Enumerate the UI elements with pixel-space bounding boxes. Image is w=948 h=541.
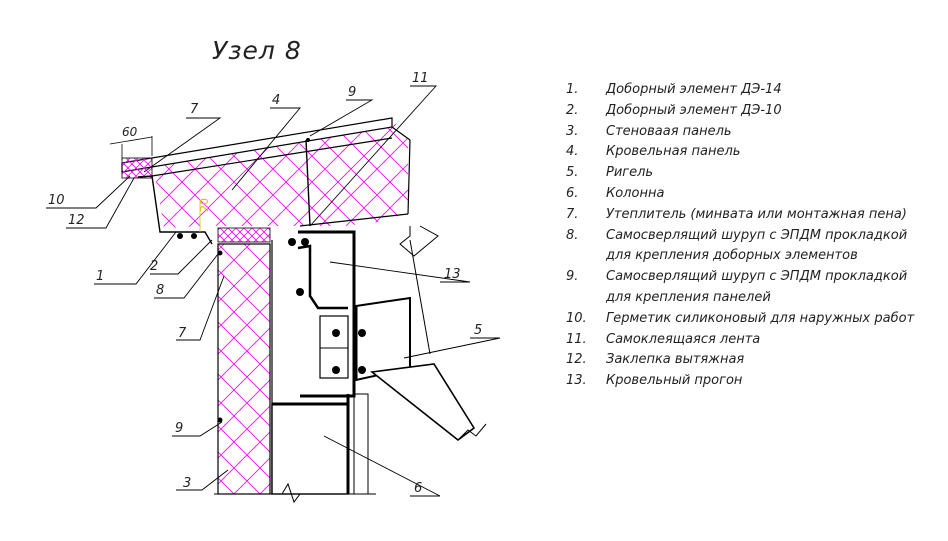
- legend-number: 4.: [566, 144, 579, 160]
- break-line-bottom: [214, 482, 376, 504]
- legend-number: 13.: [566, 373, 587, 389]
- callout-8: 8: [156, 283, 164, 298]
- callout-7-bottom: 7: [178, 326, 187, 341]
- callout-13: 13: [444, 267, 461, 282]
- legend-number: 8.: [566, 227, 579, 243]
- legend-number: 1.: [566, 82, 579, 97]
- legend-text: Самоклеящаяся лента: [606, 331, 761, 347]
- legend-item: 3. Стеноваая панель: [566, 122, 936, 143]
- legend-number: 9.: [566, 269, 579, 285]
- legend-number: 2.: [566, 102, 579, 118]
- callout-5: 5: [474, 323, 482, 338]
- legend-number: 10.: [566, 310, 587, 326]
- legend-number: 5.: [566, 165, 579, 181]
- legend-item: 13. Кровельный прогон: [566, 371, 936, 392]
- callout-12: 12: [68, 213, 85, 228]
- legend-number: 6.: [566, 185, 579, 201]
- callout-7-top: 7: [190, 102, 199, 117]
- dimension-60: 60: [109, 125, 153, 160]
- legend-item: 5. Ригель: [566, 163, 936, 184]
- drawing-title: Узел 8: [212, 36, 302, 65]
- callout-leaders: [46, 85, 501, 497]
- legend-text: Доборный элемент ДЭ-14: [606, 82, 782, 97]
- legend-item: 7. Утеплитель (минвата или монтажная пена…: [566, 205, 936, 226]
- insulation-top: [217, 227, 271, 243]
- callout-2: 2: [150, 259, 158, 274]
- legend-text: Стеноваая панель: [606, 123, 732, 139]
- legend-text: Колонна: [606, 185, 665, 201]
- legend-text: Заклепка вытяжная: [606, 352, 745, 368]
- callout-6: 6: [414, 481, 422, 496]
- rigel-beam: [354, 225, 487, 442]
- legend-item: 11. Самоклеящаяся лента: [566, 330, 936, 351]
- callout-1: 1: [96, 269, 104, 284]
- roof-purlin: [297, 230, 356, 398]
- legend-item: 2. Доборный элемент ДЭ-10: [566, 101, 936, 122]
- legend-item: 8. Самосверлящий шуруп с ЭПДМ прокладкой …: [566, 226, 936, 268]
- callout-numbers: 1 2 3 4 5 6 7 7 8 9 9 10 11 12 13: [48, 71, 482, 496]
- column: [271, 393, 369, 495]
- callout-10: 10: [48, 193, 65, 208]
- legend-number: 11.: [566, 331, 587, 347]
- legend-text: Доборный элемент ДЭ-10: [606, 102, 782, 118]
- legend-text: Утеплитель (минвата или монтажная пена): [606, 206, 907, 222]
- legend-number: 3.: [566, 123, 579, 139]
- callout-3: 3: [183, 476, 191, 491]
- legend: 1. Доборный элемент ДЭ-14 2. Доборный элеме…: [566, 80, 936, 392]
- callout-11: 11: [412, 71, 429, 86]
- legend-item: 1. Доборный элемент ДЭ-14: [566, 80, 936, 101]
- legend-number: 7.: [566, 206, 579, 222]
- legend-item: 10. Герметик силиконовый для наружных раб…: [566, 309, 936, 330]
- insulation-roof-edge: [121, 157, 153, 179]
- legend-item: 12. Заклепка вытяжная: [566, 350, 936, 371]
- legend-item: 9. Самосверлящий шуруп с ЭПДМ прокладкой …: [566, 267, 936, 309]
- legend-text: Кровельная панель: [606, 144, 741, 160]
- legend-text: Самосверлящий шуруп с ЭПДМ прокладкой дл…: [606, 269, 908, 305]
- callout-9-bottom: 9: [175, 421, 183, 436]
- callout-4: 4: [272, 93, 280, 108]
- dimension-20: 20: [198, 198, 211, 232]
- trim-element-1: [137, 175, 213, 245]
- svg-text:60: 60: [122, 125, 138, 139]
- wall-panel: [217, 240, 273, 495]
- legend-item: 4. Кровельная панель: [566, 142, 936, 163]
- legend-text: Кровельный прогон: [606, 373, 743, 389]
- legend-text: Самосверлящий шуруп с ЭПДМ прокладкой дл…: [606, 227, 908, 264]
- bolts: [177, 138, 366, 423]
- roof-fastener: [305, 139, 311, 227]
- svg-text:20: 20: [198, 198, 211, 212]
- callout-9-top: 9: [348, 85, 356, 100]
- legend-text: Герметик силиконовый для наружных работ: [606, 310, 915, 326]
- legend-number: 12.: [566, 352, 587, 368]
- legend-item: 6. Колонна: [566, 184, 936, 205]
- roof-panel: [121, 117, 411, 228]
- legend-text: Ригель: [606, 165, 654, 181]
